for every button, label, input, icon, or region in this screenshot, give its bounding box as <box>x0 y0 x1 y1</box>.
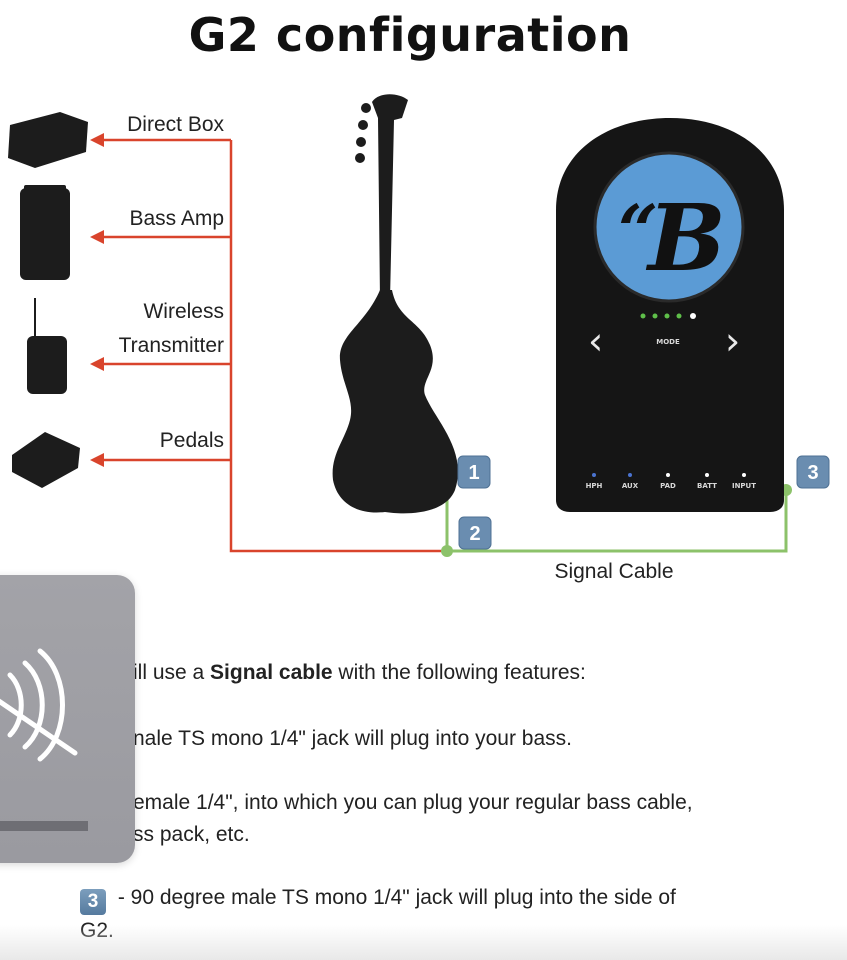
intro-pre: ill use a <box>133 661 211 684</box>
signal-cable-label: Signal Cable <box>554 560 673 583</box>
badge-1: 1 <box>457 455 491 489</box>
pedals-arrow <box>90 453 104 467</box>
intro-bold: Signal cable <box>210 661 333 684</box>
wireless-label-line2: Transmitter <box>119 334 224 357</box>
paragraph-jack-1: nale TS mono 1/4" jack will plug into yo… <box>133 727 572 750</box>
g2-logo-circle <box>593 151 745 303</box>
paragraph-jack-3: 3 - 90 degree male TS mono 1/4" jack wil… <box>80 883 676 915</box>
g2-mode-label: MODE <box>656 338 680 346</box>
direct-box-label: Direct Box <box>127 113 224 136</box>
pedals-label: Pedals <box>160 429 224 452</box>
direct-box-icon <box>8 112 88 168</box>
g2-configuration-diagram: Direct Box Bass Amp Wireless Transmitter… <box>8 94 830 583</box>
g2-port-input: INPUT <box>732 482 756 490</box>
bass-amp-label: Bass Amp <box>129 207 224 230</box>
bass-guitar-icon <box>332 94 458 514</box>
g2-logo-letter: B <box>645 184 726 292</box>
paragraph-intro: ill use a Signal cable with the followin… <box>133 658 586 688</box>
intro-post: with the following features: <box>332 661 586 684</box>
g2-mode-leds <box>640 313 696 319</box>
wireless-off-icon <box>0 648 78 762</box>
g2-device: “ B ‹ › MODE HPH AUX PAD BATT INPUT <box>556 118 784 512</box>
paragraph-jack-2-line1: emale 1/4", into which you can plug your… <box>133 791 693 814</box>
chevron-left-icon: ‹ <box>588 319 603 363</box>
arrow-heads <box>90 133 104 467</box>
badge-2: 2 <box>458 516 492 550</box>
signal-cable-line <box>445 490 788 553</box>
g2-logo-prefix: “ <box>618 189 658 272</box>
badge-1-number: 1 <box>468 462 479 484</box>
g2-port-leds <box>592 473 746 477</box>
badge-2-number: 2 <box>469 523 480 545</box>
wireless-arrow <box>90 357 104 371</box>
wireless-transmitter-icon <box>27 298 67 394</box>
g2-port-hph: HPH <box>586 482 603 490</box>
inline-badge-3: 3 <box>80 889 106 915</box>
jack-2-dot <box>441 545 453 557</box>
bottom-fade <box>0 925 847 960</box>
g2-port-batt: BATT <box>697 482 717 490</box>
chevron-right-icon: › <box>725 319 740 363</box>
page-title: G2 configuration <box>188 8 632 62</box>
overlay-progress-bar <box>0 821 88 831</box>
bass-amp-icon <box>20 185 70 280</box>
jack-3-text: - 90 degree male TS mono 1/4" jack will … <box>112 886 676 909</box>
paragraph-jack-2-line2: ss pack, etc. <box>133 823 250 846</box>
bass-amp-arrow <box>90 230 104 244</box>
pedal-icon <box>12 432 80 488</box>
badge-3-number: 3 <box>807 462 818 484</box>
output-trunk-line <box>229 140 447 553</box>
output-lines <box>96 138 447 553</box>
g2-port-aux: AUX <box>622 482 639 490</box>
badge-3: 3 <box>796 455 830 489</box>
g2-port-pad: PAD <box>660 482 676 490</box>
wireless-label-line1: Wireless <box>143 300 224 323</box>
wireless-off-overlay <box>0 575 135 863</box>
direct-box-arrow <box>90 133 104 147</box>
